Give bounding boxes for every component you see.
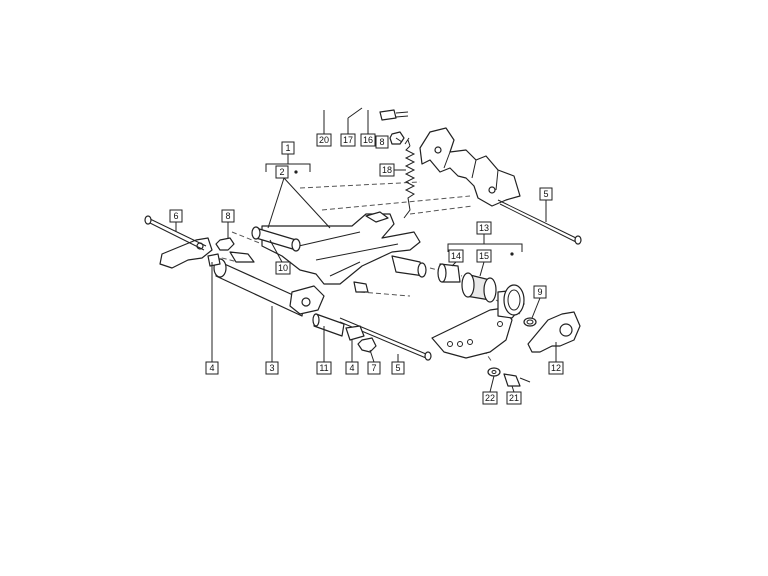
- svg-text:20: 20: [319, 135, 329, 145]
- callout-5-lower: 5: [391, 361, 405, 375]
- svg-text:10: 10: [278, 263, 288, 273]
- svg-text:11: 11: [319, 363, 328, 373]
- callout-9: 9: [533, 285, 547, 299]
- callout-17: 17: [340, 133, 356, 147]
- svg-text:2: 2: [279, 167, 284, 177]
- callout-10: 10: [275, 261, 291, 275]
- nut-left: [215, 237, 235, 251]
- arm-axle-pin: [353, 255, 427, 293]
- svg-text:9: 9: [537, 287, 542, 297]
- svg-text:3: 3: [269, 363, 274, 373]
- callout-22: 22: [482, 391, 498, 405]
- svg-text:1: 1: [285, 143, 290, 153]
- lower-bolt: [312, 313, 432, 361]
- callout-7: 7: [367, 361, 381, 375]
- svg-text:15: 15: [479, 251, 489, 261]
- callout-11: 11: [316, 361, 332, 375]
- svg-text:16: 16: [363, 135, 373, 145]
- svg-text:14: 14: [451, 251, 461, 261]
- svg-text:12: 12: [551, 363, 561, 373]
- pulley-assembly: [437, 263, 525, 319]
- svg-text:7: 7: [371, 363, 376, 373]
- left-bracket: [144, 215, 221, 269]
- svg-text:5: 5: [543, 189, 548, 199]
- callout-18: 18: [379, 163, 395, 177]
- callout-5-upper: 5: [539, 187, 553, 201]
- tensioner-plate: [431, 307, 513, 359]
- pivot-tube: [251, 226, 301, 252]
- group-brackets: [265, 152, 523, 256]
- svg-text:4: 4: [209, 363, 214, 373]
- callout-8-top: 8: [375, 135, 389, 149]
- callout-20: 20: [316, 133, 332, 147]
- upper-swing-arm: [261, 211, 421, 285]
- svg-text:21: 21: [509, 393, 519, 403]
- svg-text:5: 5: [395, 363, 400, 373]
- svg-text:13: 13: [479, 223, 489, 233]
- svg-text:18: 18: [382, 165, 392, 175]
- callout-2: 2: [275, 165, 289, 179]
- callout-14: 14: [448, 249, 464, 263]
- svg-text:4: 4: [349, 363, 354, 373]
- lower-shaft: [213, 251, 325, 317]
- callout-1: 1: [281, 141, 295, 155]
- svg-text:8: 8: [379, 137, 384, 147]
- tension-spring: [403, 137, 416, 219]
- mounting-bracket: [419, 127, 521, 207]
- svg-text:22: 22: [485, 393, 495, 403]
- callout-3: 3: [265, 361, 279, 375]
- tensioner-arm: [523, 311, 581, 353]
- svg-text:6: 6: [173, 211, 178, 221]
- callout-12: 12: [548, 361, 564, 375]
- callout-13: 13: [476, 221, 492, 235]
- leader-lines: [175, 107, 557, 393]
- svg-text:8: 8: [225, 211, 230, 221]
- callout-16: 16: [360, 133, 376, 147]
- callout-6: 6: [169, 209, 183, 223]
- callout-8-left: 8: [221, 209, 235, 223]
- callout-4-right: 4: [345, 361, 359, 375]
- long-bolt-upper: [497, 199, 582, 245]
- callout-21: 21: [506, 391, 522, 405]
- small-bolt-washer: [487, 367, 531, 387]
- callout-15: 15: [476, 249, 492, 263]
- svg-text:17: 17: [343, 135, 353, 145]
- callout-4-left: 4: [205, 361, 219, 375]
